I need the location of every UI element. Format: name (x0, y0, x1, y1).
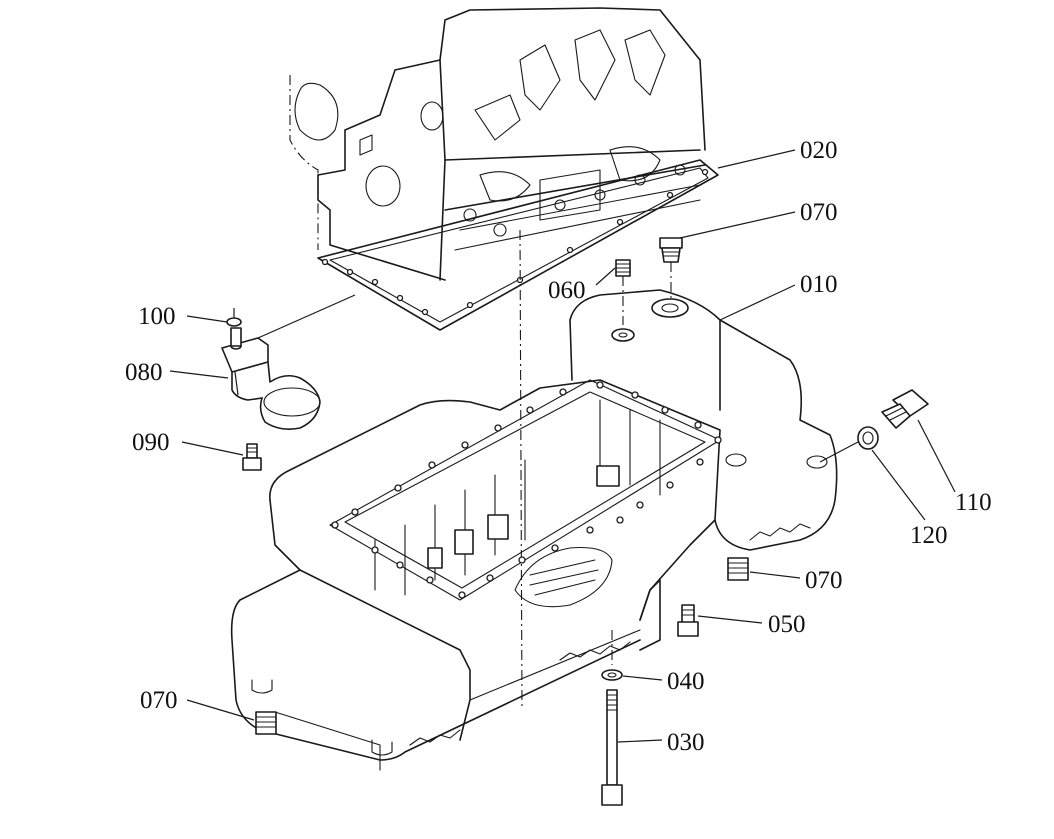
strainer-bolt-part (242, 443, 262, 471)
plug-060-part (611, 259, 635, 342)
oil-pan-icon (230, 289, 838, 771)
callout-110: 110 (955, 489, 992, 516)
callout-070-right: 070 (805, 567, 843, 594)
callout-040: 040 (667, 668, 705, 695)
callout-090: 090 (132, 429, 170, 456)
leader-lines (169, 149, 956, 743)
callout-020: 020 (800, 137, 838, 164)
oil-pan-gasket-icon (317, 159, 719, 331)
oil-strainer-icon (221, 294, 356, 430)
engine-block-icon (289, 7, 706, 281)
plug-070-right-part (727, 557, 749, 581)
callout-100: 100 (138, 303, 176, 330)
callout-050: 050 (768, 611, 806, 638)
o-ring-part (226, 317, 242, 327)
callout-070-top: 070 (800, 199, 838, 226)
long-bolt-part (601, 630, 623, 806)
callout-070-left: 070 (140, 687, 178, 714)
drain-plug-top-part (651, 237, 689, 318)
callout-060: 060 (548, 277, 586, 304)
callout-010: 010 (800, 271, 838, 298)
plug-070-left-part (255, 711, 277, 735)
callout-120: 120 (910, 522, 948, 549)
callout-030: 030 (667, 729, 705, 756)
callout-080: 080 (125, 359, 163, 386)
bolt-050-part (677, 604, 699, 637)
drain-plug-side-part (819, 389, 929, 463)
